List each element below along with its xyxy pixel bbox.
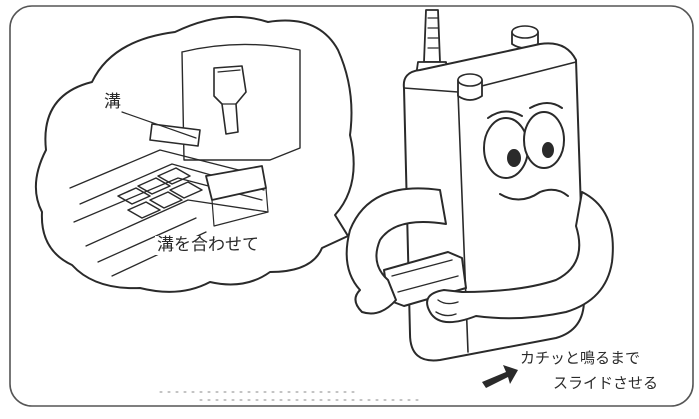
click-instruction-line2: スライドさせる [553,374,659,392]
right-arm [426,191,614,323]
click-instruction-line1: カチッと鳴るまで [520,349,641,367]
radio-character [345,9,614,362]
detail-bubble [34,15,355,293]
align-grooves-label: 溝を合わせて [155,235,261,255]
contact-pads [117,167,203,219]
groove-leader [121,111,197,139]
left-arm [345,187,447,315]
groove-insert [149,123,201,147]
ground-texture [159,391,421,401]
face [483,102,569,201]
wall-latch [213,65,247,135]
slot-rails [69,149,269,277]
groove-label: 溝 [104,92,121,112]
slide-arrow [482,365,518,388]
bubble-outline [34,15,355,293]
